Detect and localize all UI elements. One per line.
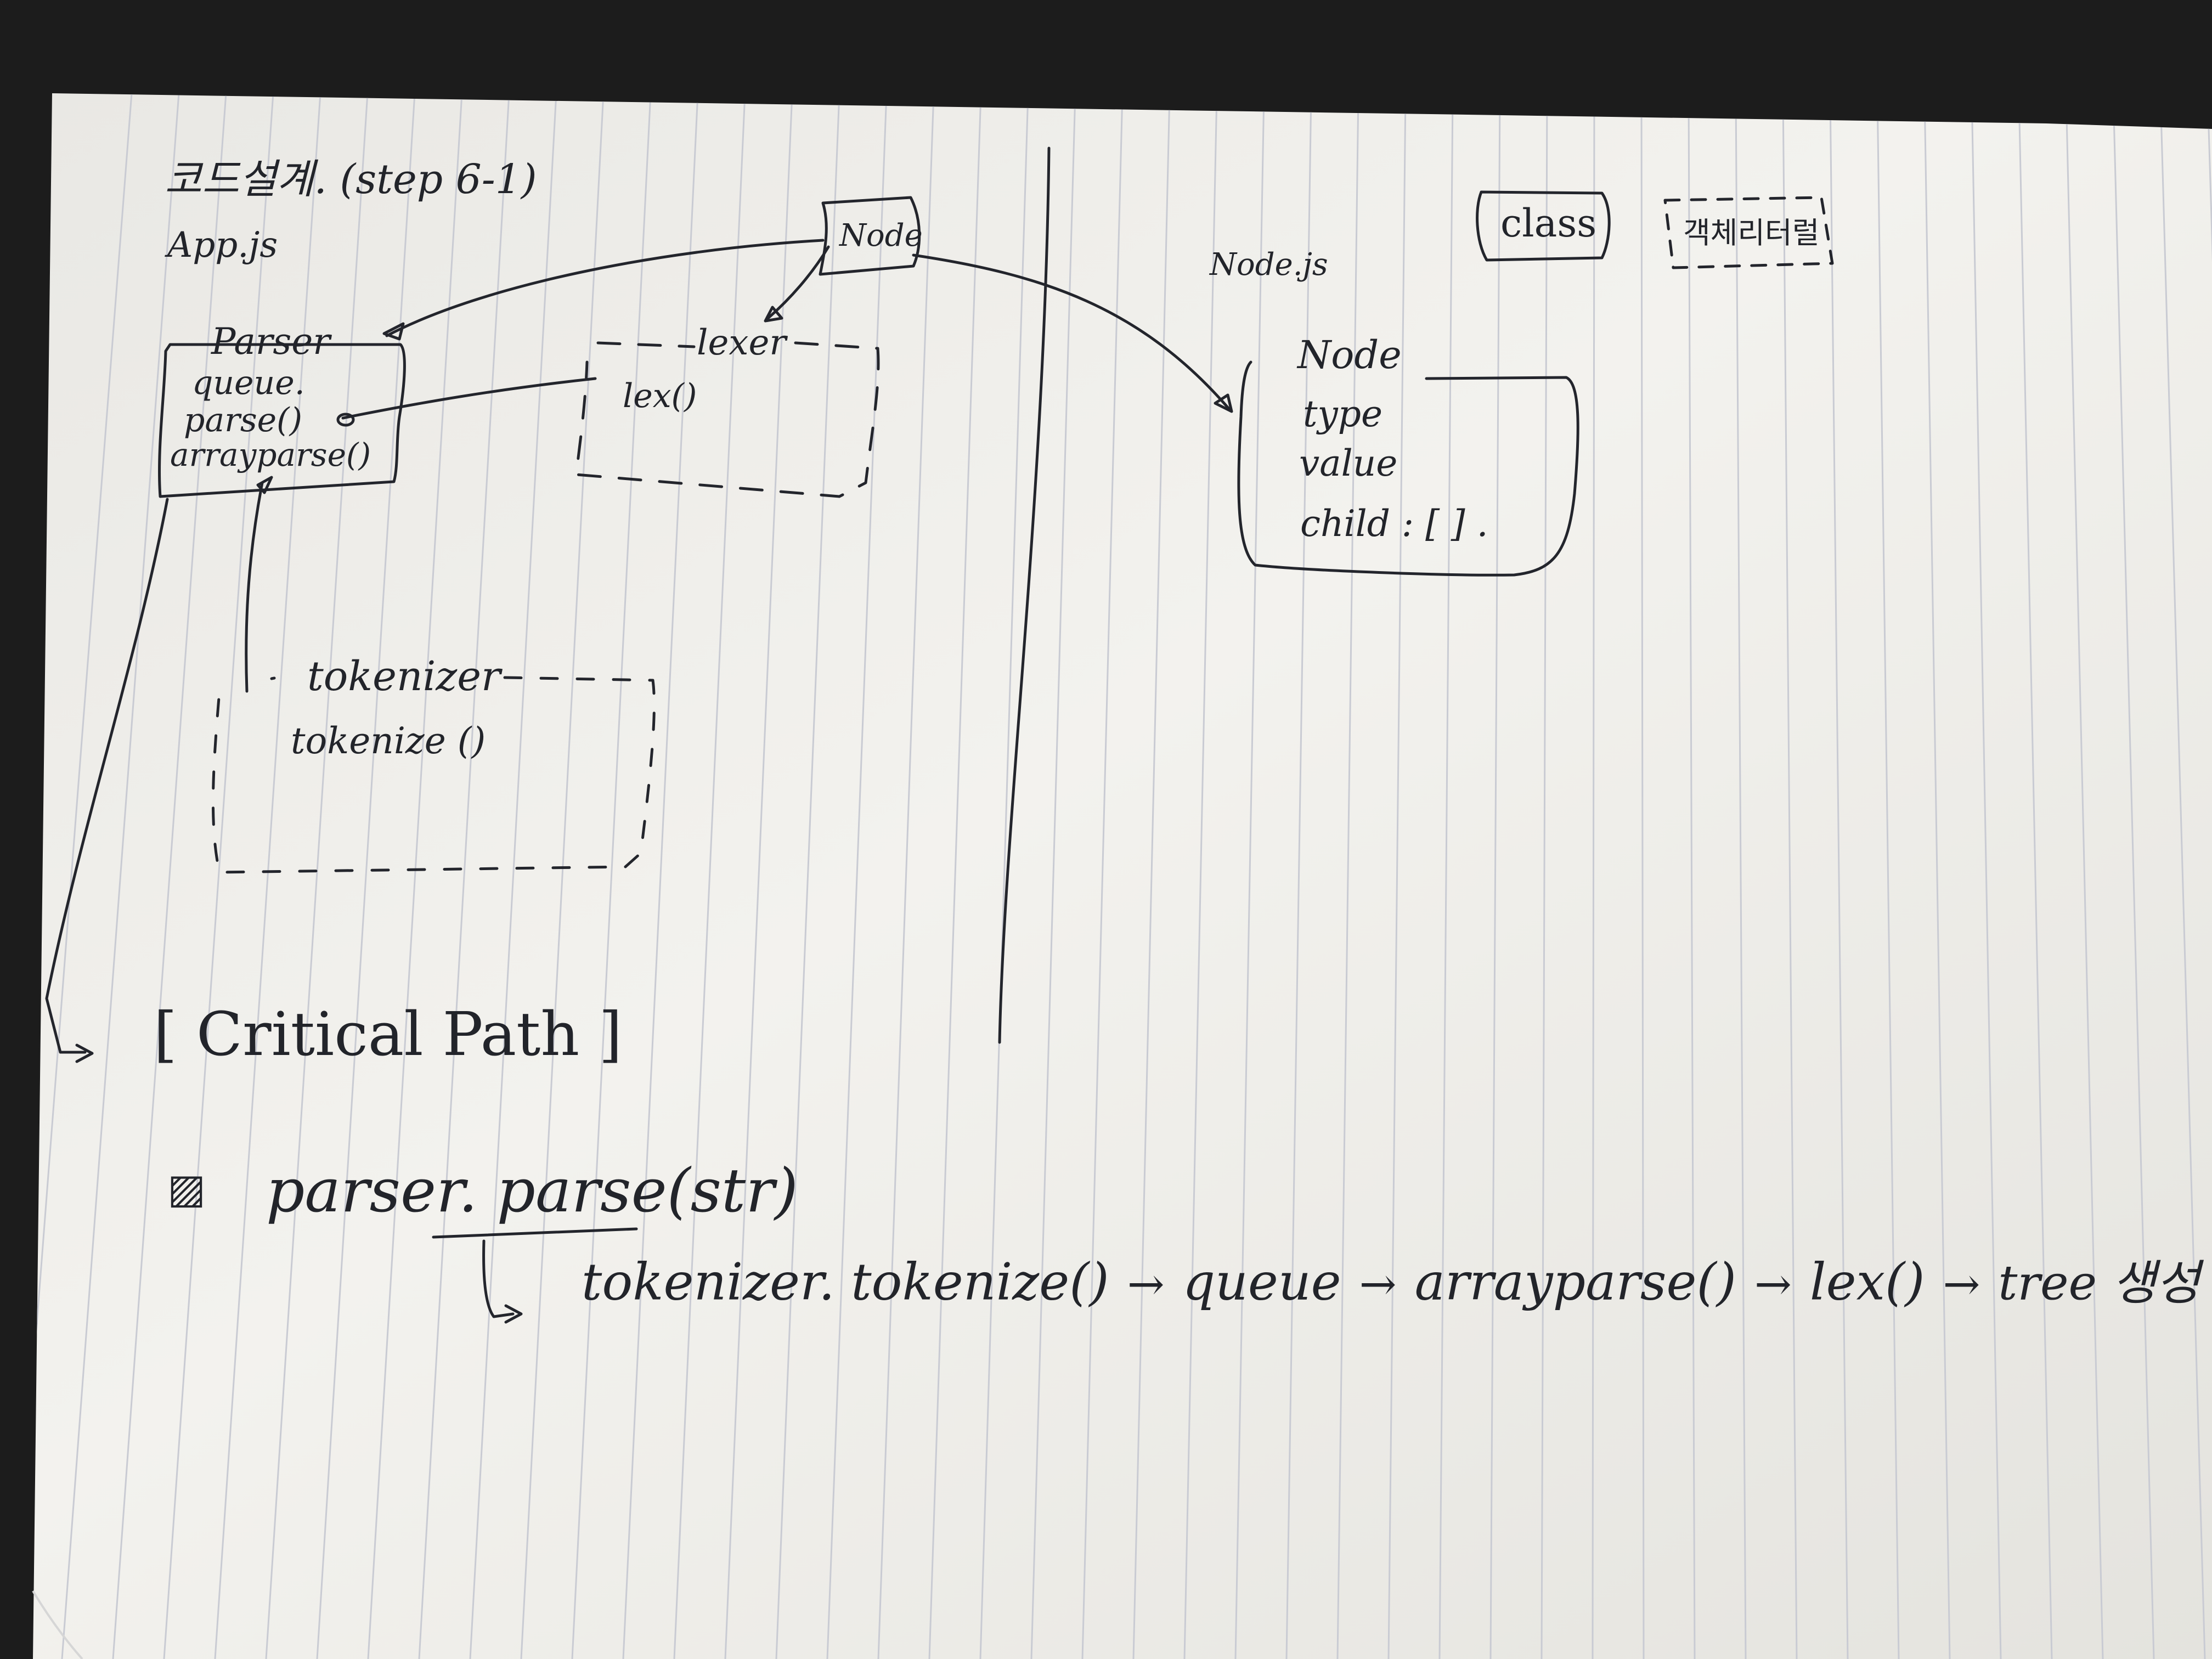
file-label-node: Node.js bbox=[1210, 247, 1328, 283]
node-member-child: child : [ ] . bbox=[1300, 503, 1488, 545]
ruled-line bbox=[2018, 93, 2053, 1659]
node-to-parser-arrow bbox=[385, 239, 825, 337]
ruled-line bbox=[163, 93, 274, 1659]
parser-member-queue: queue. bbox=[192, 364, 305, 402]
parser-to-critical-path-link bbox=[45, 498, 169, 1054]
lexer-box bbox=[574, 341, 880, 498]
ruled-line bbox=[61, 93, 180, 1659]
class-legend-box bbox=[1476, 190, 1611, 262]
ruled-line bbox=[1285, 93, 1312, 1659]
ruled-line bbox=[1030, 93, 1076, 1659]
node-tag-box bbox=[819, 196, 921, 276]
ruled-line bbox=[214, 93, 321, 1659]
node-class-box bbox=[1237, 360, 1579, 577]
lexer-title: lexer bbox=[697, 323, 786, 363]
arrayparse-to-tokenizer-link bbox=[245, 481, 264, 693]
node-member-value: value bbox=[1299, 442, 1398, 484]
parse-to-lex-link bbox=[341, 377, 597, 420]
ruled-line bbox=[1336, 93, 1359, 1659]
ruled-line bbox=[1592, 93, 1595, 1659]
file-label-app: App.js bbox=[167, 225, 278, 266]
ruled-line bbox=[1782, 93, 1798, 1659]
critical-path-flow: tokenizer. tokenize() → queue → arraypar… bbox=[582, 1256, 2200, 1307]
class-legend-label: class bbox=[1500, 201, 1597, 246]
ruled-line bbox=[2112, 93, 2155, 1659]
lexer-member-lex: lex() bbox=[623, 377, 697, 415]
ruled-line bbox=[622, 93, 699, 1659]
ruled-line bbox=[1829, 93, 1849, 1659]
ruled-line bbox=[724, 93, 793, 1659]
critical-path-label: [ Critical Path ] bbox=[154, 999, 623, 1069]
ruled-line bbox=[1387, 93, 1407, 1659]
ruled-line bbox=[928, 93, 982, 1659]
ruled-line bbox=[1438, 93, 1454, 1659]
ruled-line bbox=[1234, 93, 1265, 1659]
parser-member-parse: parse() bbox=[184, 401, 302, 439]
ruled-line bbox=[571, 93, 652, 1659]
ruled-line bbox=[775, 93, 840, 1659]
ruled-line bbox=[673, 93, 746, 1659]
flow-arrow-icon: → bbox=[1359, 1257, 1397, 1310]
parser-box bbox=[158, 343, 406, 498]
flow-arrow-icon: → bbox=[1754, 1257, 1792, 1310]
node-tag-label: Node bbox=[839, 218, 923, 253]
ruled-line bbox=[418, 93, 510, 1659]
ruled-line bbox=[1132, 93, 1171, 1659]
ruled-line bbox=[2159, 93, 2206, 1659]
ruled-line bbox=[469, 93, 557, 1659]
ruled-line bbox=[367, 93, 463, 1659]
ruled-line bbox=[1923, 93, 1951, 1659]
node-member-type: type bbox=[1303, 393, 1383, 435]
ruled-line bbox=[979, 93, 1029, 1659]
flow-step-tree: tree 생성 bbox=[1998, 1255, 2200, 1311]
ruled-line bbox=[1640, 93, 1645, 1659]
page-title: 코드설계. (step 6-1) bbox=[165, 156, 537, 203]
flow-step-tokenize: tokenizer. tokenize() bbox=[582, 1252, 1109, 1312]
ruled-line bbox=[1541, 93, 1548, 1659]
ruled-line bbox=[1876, 93, 1900, 1659]
node-class-title: Node bbox=[1297, 332, 1402, 377]
ruled-line bbox=[316, 93, 416, 1659]
ruled-line bbox=[1183, 93, 1218, 1659]
ruled-line bbox=[520, 93, 605, 1659]
object-legend-label: 객체리터럴 bbox=[1683, 216, 1820, 250]
tokenizer-title: tokenizer bbox=[307, 653, 501, 700]
flow-step-lex: lex() bbox=[1809, 1252, 1925, 1312]
ruled-line bbox=[1688, 93, 1696, 1659]
critical-path-bullet: ▨ bbox=[167, 1165, 206, 1212]
ruled-line bbox=[1489, 93, 1501, 1659]
parser-member-arrayparse: arrayparse() bbox=[170, 436, 371, 473]
page-divider bbox=[998, 146, 1051, 1044]
ruled-line bbox=[1971, 93, 2002, 1659]
ruled-line bbox=[1081, 93, 1124, 1659]
node-to-lexer-arrow bbox=[766, 245, 830, 320]
flow-arrow-icon: → bbox=[1127, 1257, 1165, 1310]
flow-step-queue: queue bbox=[1182, 1252, 1341, 1312]
ruled-line bbox=[877, 93, 935, 1659]
tokenizer-box bbox=[211, 676, 656, 874]
critical-path-call: parser. parse(str) bbox=[266, 1155, 798, 1226]
ruled-line bbox=[826, 93, 888, 1659]
tokenizer-member-tokenize: tokenize () bbox=[291, 720, 486, 762]
ruled-line bbox=[1735, 93, 1747, 1659]
ruled-line bbox=[265, 93, 369, 1659]
flow-arrow-icon: → bbox=[1943, 1257, 1980, 1310]
object-legend-box bbox=[1663, 196, 1834, 269]
node-to-nodejs-arrow bbox=[912, 253, 1231, 410]
ruled-line bbox=[33, 93, 133, 1659]
flow-step-arrayparse: arrayparse() bbox=[1414, 1252, 1736, 1312]
ruled-line bbox=[112, 93, 227, 1659]
ruled-line bbox=[2065, 93, 2104, 1659]
parser-title: Parser bbox=[211, 320, 330, 363]
